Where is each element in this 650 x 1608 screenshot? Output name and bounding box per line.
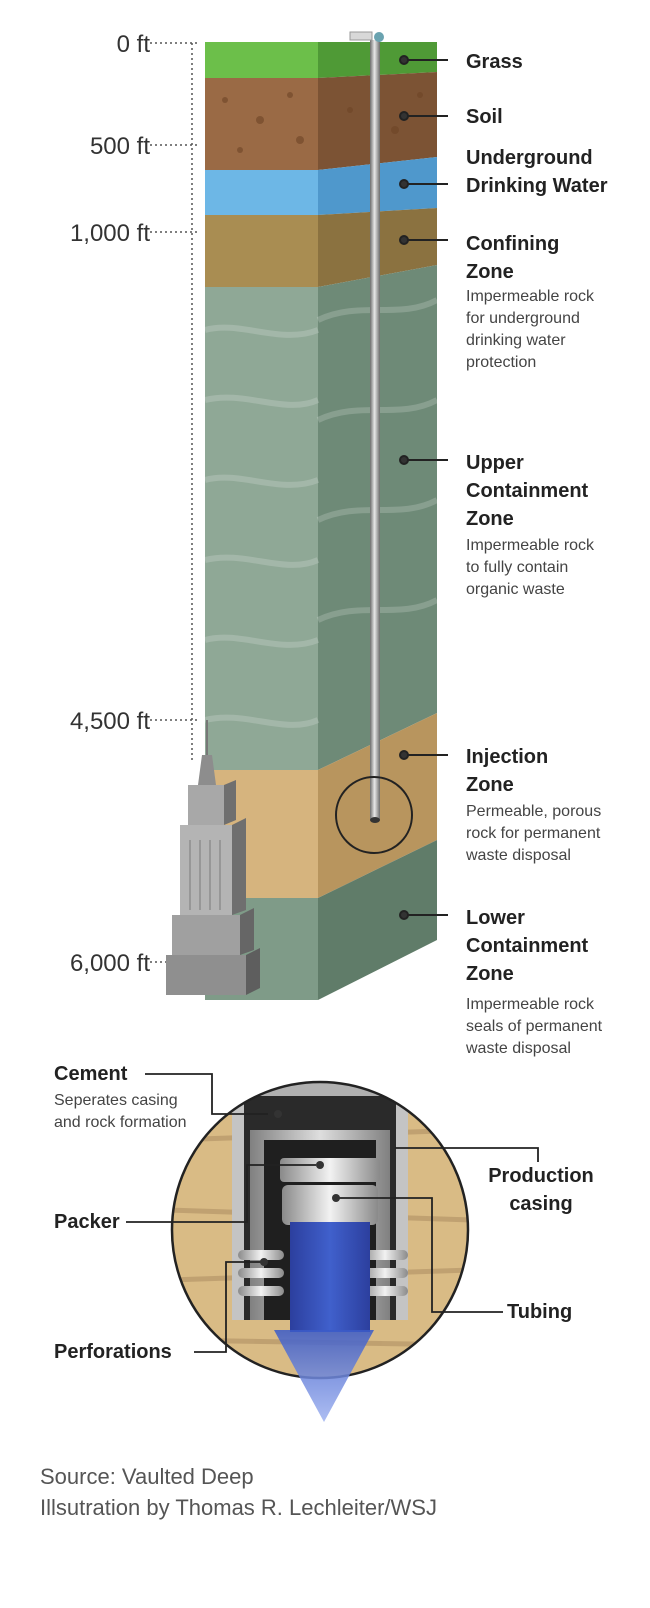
depth-marker-6000: 6,000 ft <box>69 950 150 977</box>
flow-arrow-icon <box>274 1330 374 1422</box>
detail-label-production-casing: Production casing <box>488 1165 594 1215</box>
layer-label-injection: Injection Zone <box>466 746 549 796</box>
well-pipe <box>349 31 384 823</box>
layer-desc-upper: Impermeable rock to fully contain organi… <box>466 537 595 598</box>
layer-desc-injection: Permeable, porous rock for permanent was… <box>466 803 602 864</box>
detail-label-packer: Packer <box>54 1211 120 1233</box>
layer-label-soil: Soil <box>466 106 503 128</box>
layer-label-grass: Grass <box>466 51 523 73</box>
soil-speckles <box>222 92 423 153</box>
layer-label-lower: Lower Containment Zone <box>466 907 589 985</box>
skyscraper-scale-icon <box>166 720 260 995</box>
detail-label-perforations: Perforations <box>54 1341 172 1363</box>
depth-marker-0: 0 ft <box>116 31 150 58</box>
source-credit: Source: Vaulted Deep <box>40 1464 254 1489</box>
illustration-credit: Illsutration by Thomas R. Lechleiter/WSJ <box>40 1495 437 1520</box>
layer-desc-lower: Impermeable rock seals of permanent wast… <box>466 996 603 1057</box>
detail-desc-cement: Seperates casing and rock formation <box>54 1092 187 1131</box>
layer-leader-lines <box>399 55 448 920</box>
detail-leader-dots <box>260 1110 340 1266</box>
layer-label-upper: Upper Containment Zone <box>466 452 589 530</box>
injection-point-marker <box>335 776 413 854</box>
detail-label-cement: Cement <box>54 1063 128 1085</box>
depth-marker-1000: 1,000 ft <box>69 220 150 247</box>
layer-label-confining: Confining Zone <box>466 233 560 283</box>
depth-marker-4500: 4,500 ft <box>69 708 150 735</box>
depth-marker-500: 500 ft <box>89 133 150 160</box>
layer-label-water: Underground Drinking Water <box>466 147 608 197</box>
layer-desc-confining: Impermeable rock for underground drinkin… <box>466 288 595 371</box>
detail-leader-lines <box>126 1073 539 1353</box>
column-front-face <box>205 42 318 1000</box>
detail-label-tubing: Tubing <box>507 1301 573 1323</box>
